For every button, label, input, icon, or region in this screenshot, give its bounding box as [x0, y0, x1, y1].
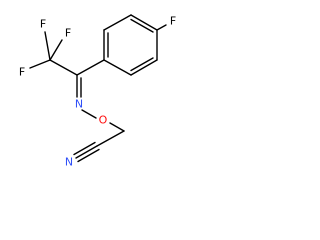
oxygen-label-ether: O — [99, 114, 108, 127]
ring-bond-5-inner — [130, 57, 154, 72]
bond-cf3-c-f1 — [44, 31, 51, 61]
molecule-structure: F F F F N O N — [19, 14, 176, 169]
ring-bond-3 — [130, 14, 158, 31]
cf3-group — [29, 31, 63, 69]
bond-central-to-ring — [76, 59, 105, 76]
bond-n-o — [81, 109, 97, 119]
bond-ch2-cn — [96, 130, 125, 147]
imine-double-bond — [76, 74, 82, 98]
fluorine-label-para: F — [170, 15, 176, 28]
bond-o-ch2 — [109, 122, 125, 132]
nitrogen-label-nitrile: N — [65, 156, 73, 169]
bond-cf3-c-f2 — [49, 39, 63, 61]
benzene-ring — [103, 14, 158, 76]
bond-ring-to-para-f — [156, 24, 167, 31]
ring-bond-6 — [103, 59, 132, 76]
fluorine-label-middle: F — [19, 66, 25, 79]
bond-cn-1 — [75, 145, 98, 159]
fluorine-label-top-left: F — [40, 18, 46, 31]
bond-cn-2 — [73, 141, 96, 156]
nitrile-triple-bond — [73, 141, 100, 163]
ring-bond-2 — [103, 14, 132, 31]
bond-cf3-c-f3 — [29, 59, 51, 69]
fluorine-label-top-right: F — [65, 27, 71, 40]
ring-bond-3-inner — [130, 18, 154, 33]
ring-bond-5 — [130, 59, 158, 76]
nitrogen-label-imine: N — [75, 98, 83, 111]
bond-cf3-to-central — [49, 59, 78, 76]
bond-cn-3 — [77, 148, 100, 163]
